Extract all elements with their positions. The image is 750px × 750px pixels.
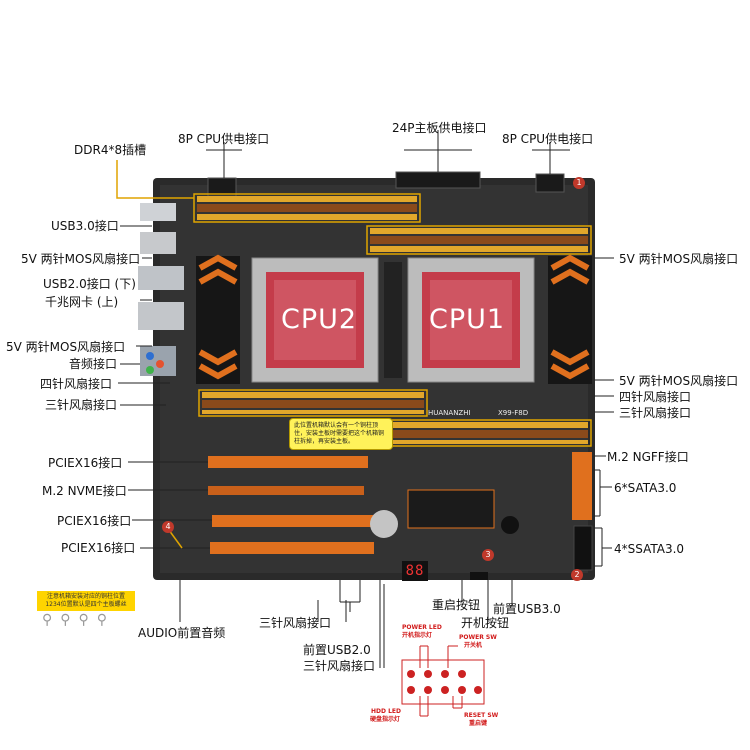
label-reset-button: 重启按钮 (432, 598, 481, 612)
label-front-usb30: 前置USB3.0 (493, 602, 561, 616)
label-front-usb20: 前置USB2.0 (303, 643, 371, 657)
label-fan3-right: 三针风扇接口 (619, 406, 692, 420)
atx-24p-connector (395, 171, 481, 189)
cmos-battery (370, 510, 398, 538)
label-ssata: 4*SSATA3.0 (614, 542, 685, 556)
buzzer (501, 516, 519, 534)
label-lan: 千兆网卡 (上) (45, 295, 119, 309)
label-power-sw-cn: 开关机 (464, 642, 483, 649)
label-cpu-power-left: 8P CPU供电接口 (178, 132, 270, 146)
label-pciex16-1: PCIEX16接口 (48, 456, 123, 470)
screw-icons: ⚲⚲⚲⚲ (42, 612, 116, 628)
label-sata: 6*SATA3.0 (614, 481, 677, 495)
front-pins (470, 572, 488, 580)
label-mos-fan-l1: 5V 两针MOS风扇接口 (21, 252, 141, 266)
standoff-note-left: 注意机箱安装对应的铜柱位置1234位置默认是四个主板螺丝 (37, 591, 135, 611)
label-ddr4: DDR4*8插槽 (74, 143, 147, 157)
label-mos-fan-r2: 5V 两针MOS风扇接口 (619, 374, 739, 388)
label-reset-sw: RESET SW (464, 712, 499, 719)
cpu-power-connector-right (535, 173, 565, 193)
callout-box-dimm-top (193, 193, 421, 223)
cpu-socket-right (407, 257, 535, 383)
marker-4: 4 (162, 521, 174, 533)
label-pciex16-2: PCIEX16接口 (57, 514, 132, 528)
sata-ports (572, 452, 593, 571)
front-panel-header (401, 659, 485, 705)
label-fan3-bottom: 三针风扇接口 (259, 616, 332, 630)
label-power-led-cn: 开机指示灯 (402, 632, 433, 639)
vrm-heatsink-left (196, 254, 240, 384)
marker-3: 3 (482, 549, 494, 561)
model-label: X99-F8D (498, 409, 529, 417)
label-fan4-right: 四针风扇接口 (619, 390, 692, 404)
vrm-heatsink-right (548, 254, 592, 384)
brand-label: HUANANZHI (428, 409, 471, 417)
label-fan3-bottom2: 三针风扇接口 (303, 659, 376, 673)
rear-io (138, 203, 184, 376)
label-mos-fan-l2: 5V 两针MOS风扇接口 (6, 340, 126, 354)
debug-led-display: 88 (402, 561, 428, 581)
label-power-sw: POWER SW (459, 634, 497, 641)
label-fan3-left: 三针风扇接口 (45, 398, 118, 412)
marker-2: 2 (571, 569, 583, 581)
marker-1: 1 (573, 177, 585, 189)
label-cpu-power-right: 8P CPU供电接口 (502, 132, 594, 146)
label-m2-nvme: M.2 NVME接口 (42, 484, 127, 498)
callout-box-dimm-top2 (366, 225, 592, 255)
dimm-slots-bottom (202, 392, 588, 444)
pcie-slots (208, 456, 374, 554)
front-panel-leaders (419, 645, 463, 717)
cpu1-label: CPU1 (429, 304, 506, 335)
label-hdd-led: HDD LED (371, 708, 401, 715)
ddr4-callout-line (116, 160, 194, 199)
label-reset-sw-cn: 重启键 (469, 720, 488, 727)
chipset-heatsink (407, 489, 495, 529)
label-m2-ngff: M.2 NGFF接口 (607, 450, 689, 464)
standoff-note: 此位置机箱默认会有一个铜柱顶住，安装主板时需要把这个机箱铜柱拆掉，再安装主板。 (289, 418, 393, 450)
label-hdd-led-cn: 硬盘指示灯 (370, 716, 401, 723)
label-atx-power: 24P主板供电接口 (392, 121, 487, 135)
label-audio-front: AUDIO前置音频 (138, 626, 226, 640)
callout-lines (118, 130, 614, 668)
label-fan4-left: 四针风扇接口 (40, 377, 113, 391)
callout-box-dimm-bottom (198, 389, 428, 417)
label-power-led: POWER LED (402, 624, 442, 631)
label-audio: 音频接口 (69, 357, 118, 371)
dimm-slots-top (197, 196, 588, 252)
label-power-button: 开机按钮 (461, 616, 510, 630)
cpu-socket-left (251, 257, 379, 383)
socket-divider (384, 262, 402, 378)
label-mos-fan-r1: 5V 两针MOS风扇接口 (619, 252, 739, 266)
label-pciex16-3: PCIEX16接口 (61, 541, 136, 555)
cpu2-label: CPU2 (281, 304, 358, 335)
label-usb30: USB3.0接口 (51, 219, 119, 233)
label-usb20: USB2.0接口 (下) (43, 277, 136, 291)
